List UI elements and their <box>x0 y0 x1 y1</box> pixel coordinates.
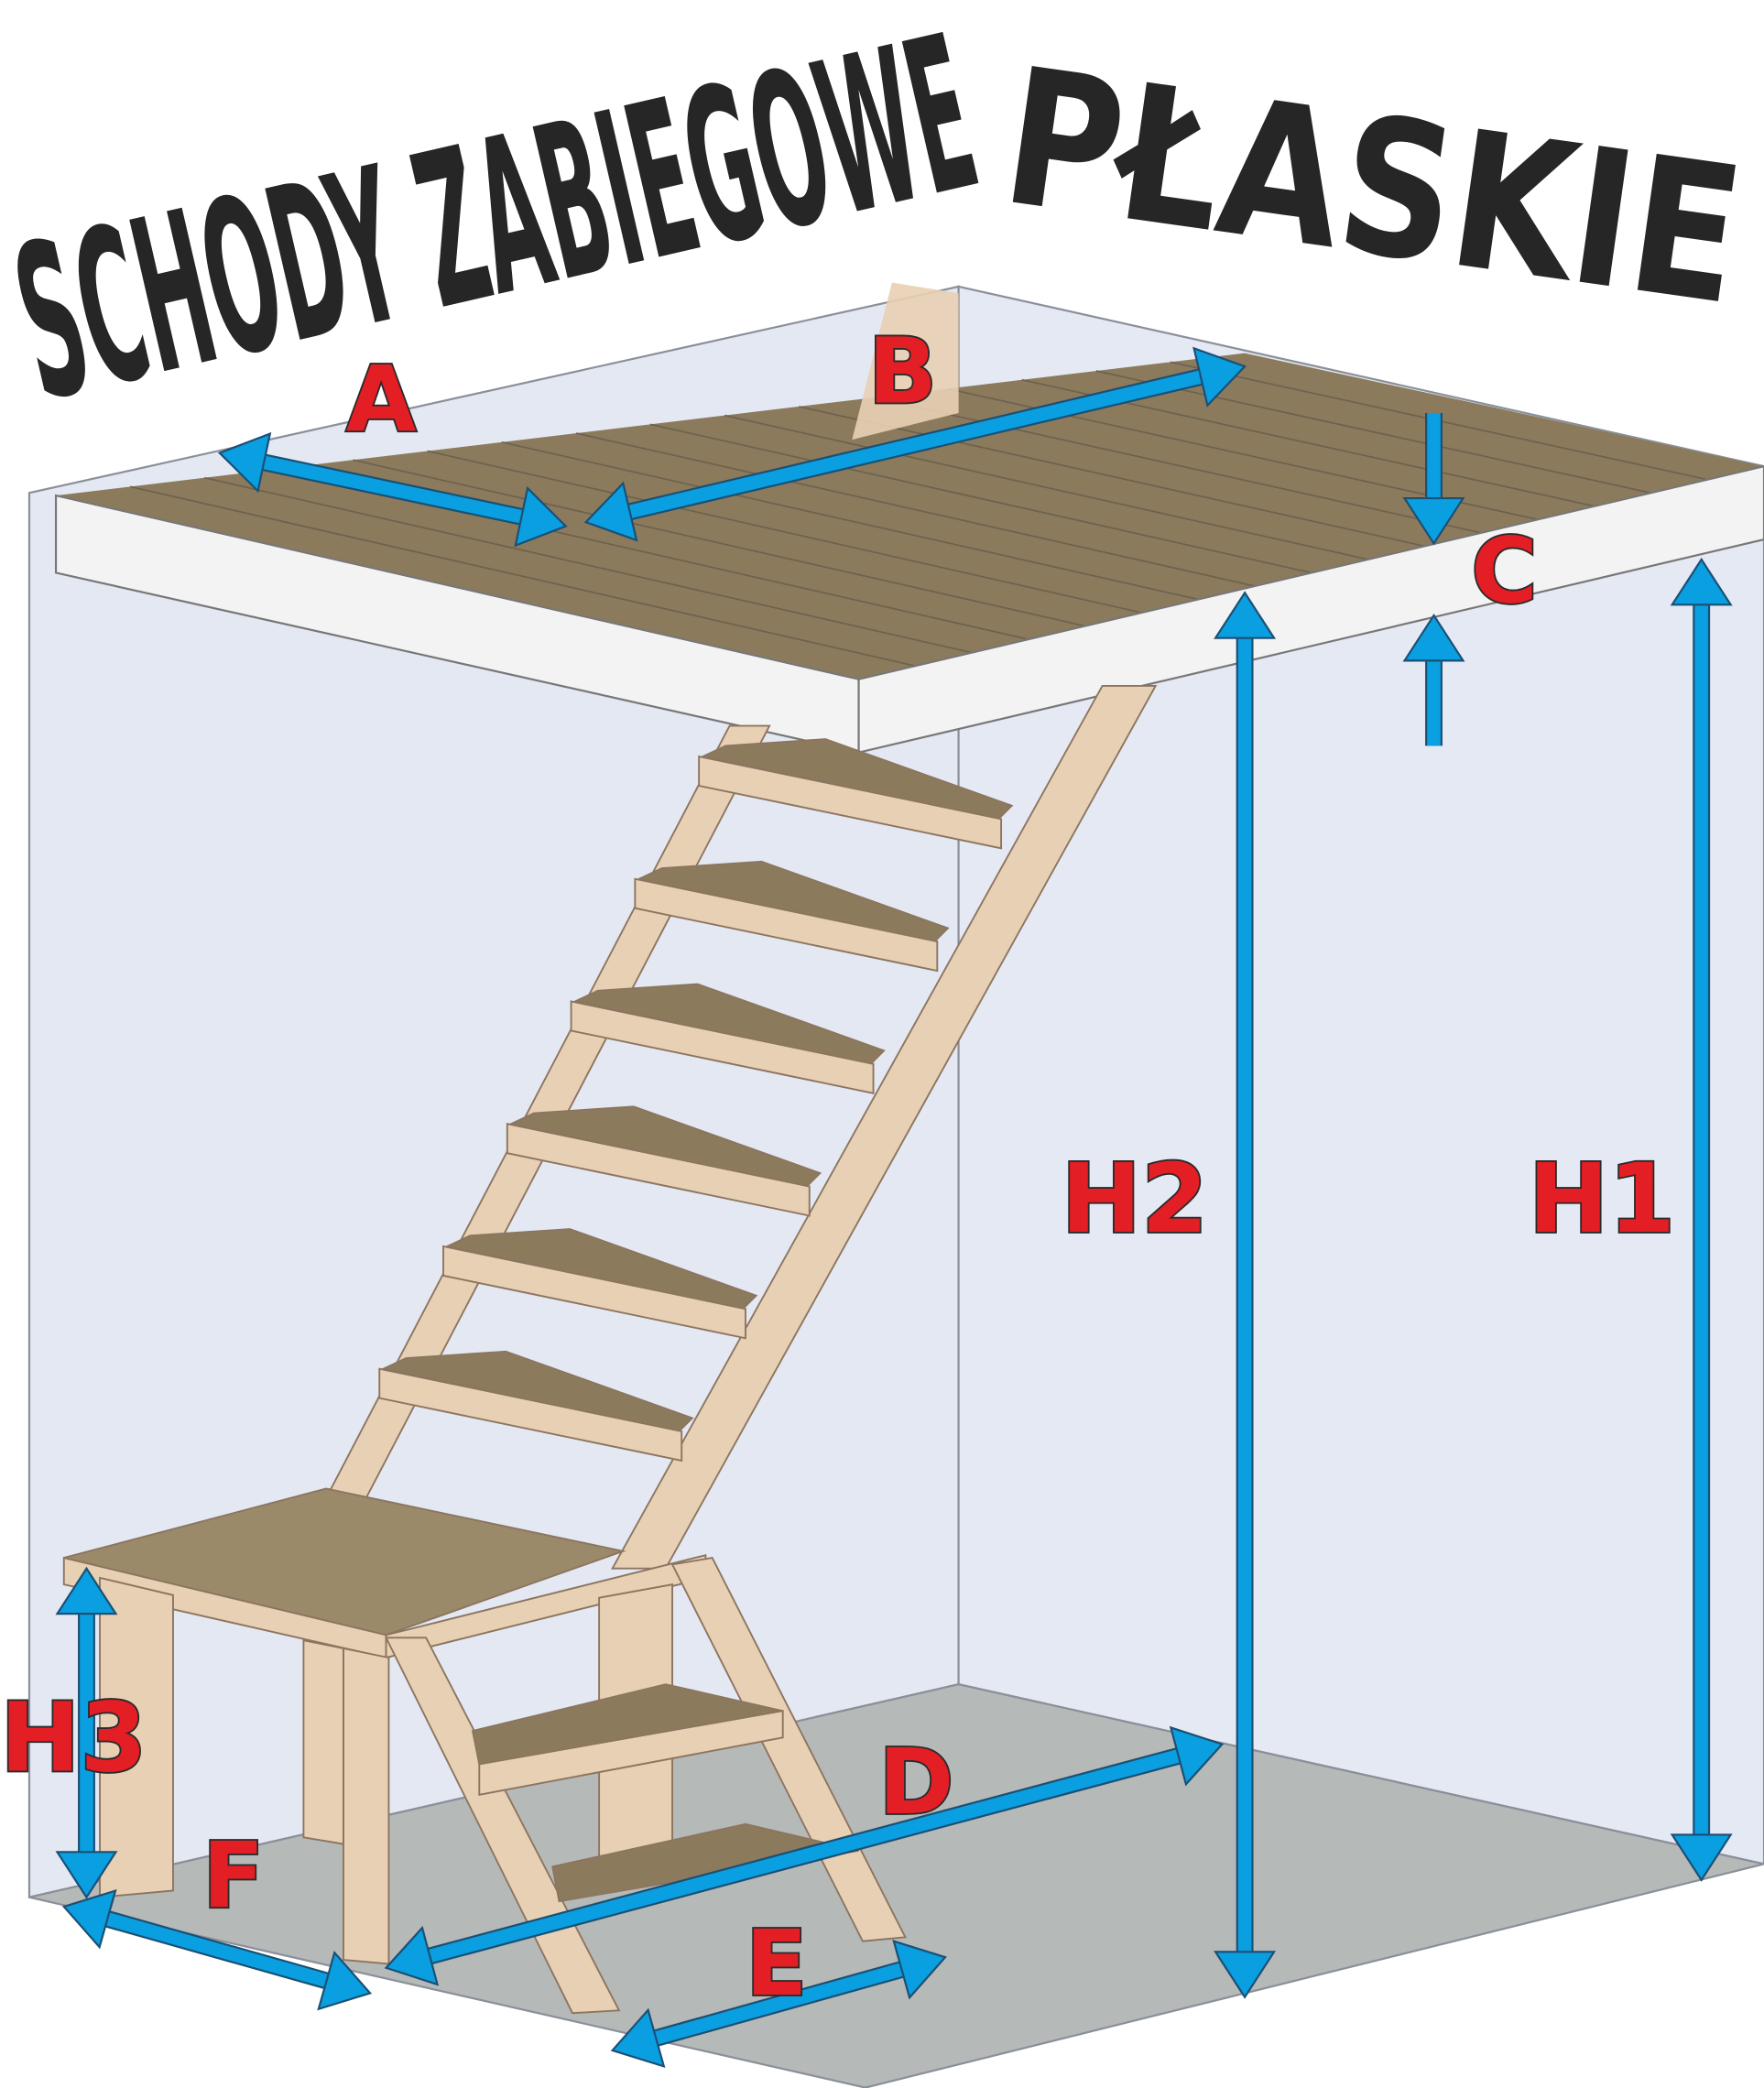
lower-tread-front <box>478 1710 784 1796</box>
deck-top <box>56 353 1764 680</box>
dimension-labels: A B C H2 H1 H3 F D E <box>0 318 1677 2018</box>
plank-line <box>501 440 1199 601</box>
label-d: D <box>878 1730 953 1835</box>
tread-top <box>572 983 886 1065</box>
dimension-arrows <box>55 346 1733 2069</box>
arrow-e <box>610 1940 947 2069</box>
tread-top <box>636 860 950 943</box>
label-b: B <box>868 319 937 424</box>
arrow-c-down <box>1402 413 1465 546</box>
tread-top <box>700 738 1014 821</box>
landing-leg <box>302 1639 344 1845</box>
plank-line <box>129 485 916 668</box>
tread-front <box>698 755 1003 850</box>
plank-line <box>724 414 1368 560</box>
arrow-h3 <box>55 1566 118 1899</box>
tread-top <box>444 1228 758 1310</box>
landing-leg <box>343 1647 390 1965</box>
label-e: E <box>746 1911 808 2017</box>
stair-opening-beam <box>852 282 959 440</box>
label-h1: H1 <box>1529 1143 1675 1255</box>
tread-front <box>442 1245 746 1340</box>
plank-line <box>204 476 973 654</box>
plank-line <box>575 432 1256 587</box>
label-f: F <box>202 1823 265 1929</box>
plank-line <box>649 423 1312 574</box>
plank-line <box>1095 370 1651 495</box>
arrow-b <box>583 346 1247 542</box>
arrow-h2 <box>1214 591 1277 1999</box>
plank-line <box>353 459 1085 627</box>
arrow-d <box>384 1725 1225 1986</box>
slab-right-face <box>857 465 1764 755</box>
tread-top <box>508 1105 822 1188</box>
label-c: C <box>1471 518 1538 624</box>
arrow-h1 <box>1670 557 1733 1882</box>
tread-top <box>380 1350 694 1433</box>
lower-tread-top <box>551 1822 859 1903</box>
tread-front <box>506 1123 811 1217</box>
stairs <box>62 685 1158 2015</box>
arrow-a <box>217 431 568 548</box>
tread-front <box>570 1000 875 1094</box>
tread-front <box>634 877 939 973</box>
plank-line <box>427 450 1142 614</box>
right-stringer <box>611 685 1158 1570</box>
landing-leg <box>99 1576 174 1898</box>
label-a: A <box>346 347 417 452</box>
plank-line <box>799 406 1425 548</box>
tread-front <box>378 1367 683 1463</box>
title-line2: PŁASKIE <box>992 27 1754 347</box>
arrow-c-up <box>1402 613 1465 746</box>
label-h3: H3 <box>0 1682 147 1794</box>
label-h2: H2 <box>1062 1143 1208 1255</box>
plank-line <box>873 397 1482 534</box>
upper-slab <box>54 282 1764 755</box>
arrow-f <box>61 1888 373 2011</box>
